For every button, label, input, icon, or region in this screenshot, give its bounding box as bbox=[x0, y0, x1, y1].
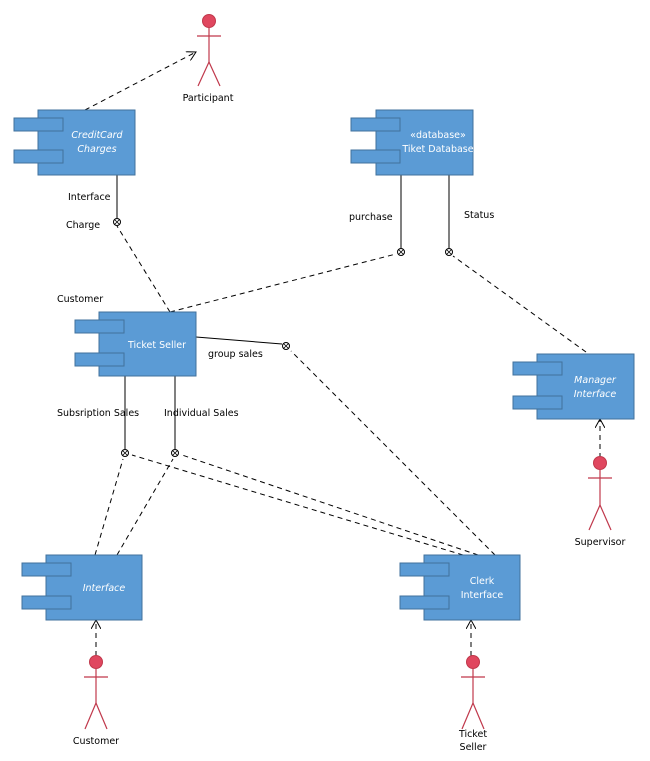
individual-sales-label: Individual Sales bbox=[164, 408, 239, 419]
dependency-interface-subscription bbox=[94, 458, 124, 556]
status-socket bbox=[445, 248, 453, 256]
dependency-ticketseller-purchase bbox=[169, 253, 397, 313]
clerk-name-line2: Interface bbox=[461, 590, 504, 601]
component-clerk-interface[interactable]: Clerk Interface bbox=[399, 554, 521, 621]
dependency-clerk-subscription bbox=[131, 454, 464, 556]
dependency-clerk-groupsales bbox=[290, 350, 496, 556]
purchase-socket bbox=[397, 248, 405, 256]
dependency-clerk-individual bbox=[181, 454, 479, 556]
participant-label: Participant bbox=[183, 93, 234, 104]
customer-actor-label: Customer bbox=[73, 736, 119, 747]
actor-ticket-seller[interactable]: Ticket Seller bbox=[458, 655, 487, 754]
manager-name-line1: Manager bbox=[574, 375, 617, 386]
database-name: Tiket Database bbox=[401, 144, 473, 155]
component-tiket-database[interactable]: «database» Tiket Database bbox=[350, 109, 474, 176]
actor-supervisor[interactable]: Supervisor bbox=[575, 456, 626, 549]
dependency-manager-status bbox=[452, 255, 587, 353]
database-stereotype: «database» bbox=[410, 130, 466, 141]
dependency-creditcard-participant bbox=[84, 52, 196, 111]
charge-label: Charge bbox=[66, 220, 100, 231]
component-manager-interface[interactable]: Manager Interface bbox=[512, 353, 635, 420]
subscription-sales-label: Subsription Sales bbox=[57, 408, 139, 419]
supervisor-label: Supervisor bbox=[575, 537, 626, 548]
actor-participant[interactable]: Participant bbox=[183, 14, 234, 105]
ticketseller-actor-label-line2: Seller bbox=[460, 742, 487, 753]
actor-customer[interactable]: Customer bbox=[73, 655, 119, 748]
ticketseller-actor-label-line1: Ticket bbox=[458, 729, 487, 740]
clerk-name-line1: Clerk bbox=[470, 576, 495, 587]
groupsales-socket bbox=[282, 342, 290, 350]
ticketseller-name: Ticket Seller bbox=[127, 340, 186, 351]
interface-name: Interface bbox=[83, 583, 126, 594]
customer-label: Customer bbox=[57, 294, 103, 305]
purchase-label: purchase bbox=[349, 212, 393, 223]
component-creditcard-charges[interactable]: CreditCard Charges bbox=[13, 109, 136, 176]
dependency-interface-individual bbox=[116, 458, 174, 556]
subscription-socket bbox=[121, 449, 129, 457]
group-sales-label: group sales bbox=[208, 349, 263, 360]
component-interface[interactable]: Interface bbox=[21, 554, 143, 621]
charge-socket bbox=[113, 218, 121, 226]
creditcard-name-line1: CreditCard bbox=[71, 130, 123, 141]
status-label: Status bbox=[464, 210, 494, 221]
creditcard-name-line2: Charges bbox=[77, 144, 116, 155]
dependency-ticketseller-charge bbox=[116, 225, 171, 313]
manager-name-line2: Interface bbox=[574, 389, 617, 400]
groupsales-line bbox=[195, 336, 283, 345]
component-ticket-seller[interactable]: Ticket Seller bbox=[74, 311, 197, 377]
individual-socket bbox=[171, 449, 179, 457]
interface-label: Interface bbox=[68, 192, 111, 203]
